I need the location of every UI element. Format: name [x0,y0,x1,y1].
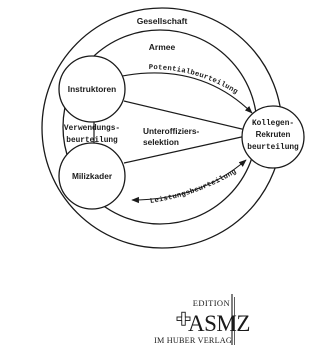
edge-cadre-peers [123,135,247,164]
edge-instructors-peers [123,100,247,131]
potential-assessment-arrow [121,72,253,114]
logo-edition-text: EDITION [193,298,230,308]
army-label: Armee [149,42,176,52]
performance-assessment-arrow [131,159,247,204]
peer-assessment-label-line1: Kollegen- [252,120,294,128]
performance-assessment-label: Leistungsbeurteilung [149,168,238,206]
logo-brand-text: ASMZ [188,311,250,336]
usage-assessment-label-line1: Verwendungs- [64,125,120,133]
edition-asmz-logo: EDITION ASMZ IM HUBER VERLAG [154,294,250,345]
peer-recruit-assessment-node [241,105,305,169]
militia-cadre-node [58,142,126,210]
swiss-cross-icon [176,311,191,326]
society-label: Gesellschaft [137,16,188,26]
instructors-label: Instruktoren [68,84,116,94]
peer-assessment-label-line3: beurteilung [247,144,299,152]
nco-selection-label-line1: Unteroffiziers- [143,126,199,136]
peer-assessment-label-line2: Rekruten [256,130,291,139]
logo-publisher-text: IM HUBER VERLAG [154,336,232,345]
nco-selection-label-line2: selektion [143,137,179,147]
instructors-node [58,55,126,123]
militia-cadre-label: Milizkader [72,171,113,181]
usage-assessment-label-line2: beurteilung [66,137,118,145]
